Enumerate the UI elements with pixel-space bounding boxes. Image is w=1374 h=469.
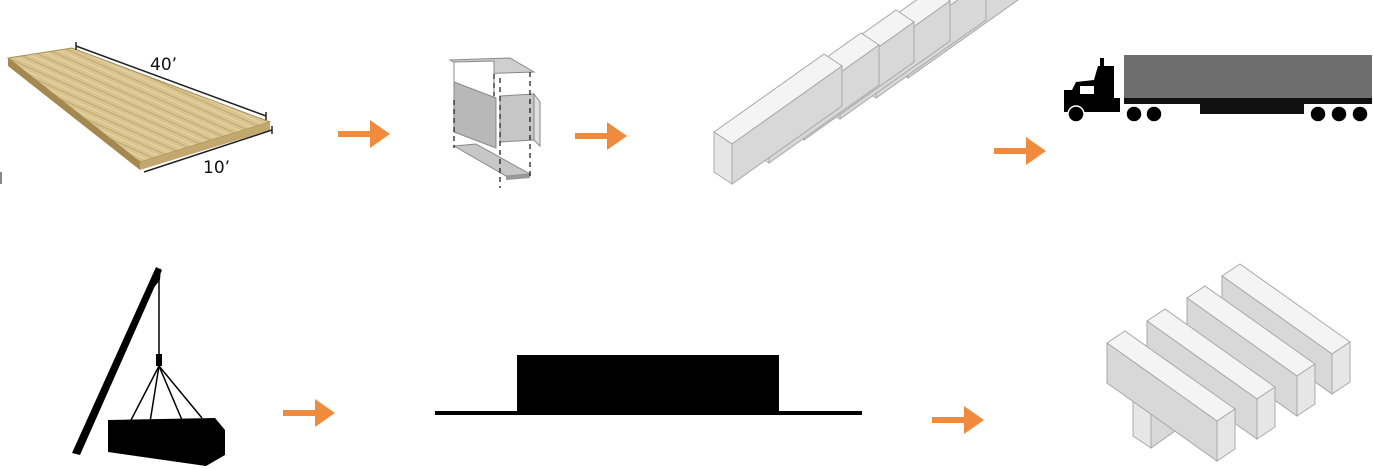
exploded-module-icon xyxy=(448,57,541,188)
module-row-icon xyxy=(713,0,1019,185)
crane-boom xyxy=(72,267,162,455)
ground-line xyxy=(435,411,862,415)
arrow-3 xyxy=(994,137,1046,165)
arrow-1 xyxy=(338,120,390,148)
wood-panel-icon xyxy=(6,47,272,170)
arrow-5 xyxy=(932,406,984,434)
trailer-box xyxy=(1124,55,1372,99)
panel-length-dimension: 40’ xyxy=(75,42,267,120)
lifted-module xyxy=(108,418,225,466)
arrow-4 xyxy=(283,399,335,427)
semi-truck-icon xyxy=(1064,55,1372,123)
arrow-2 xyxy=(575,122,627,150)
panel-width-label: 10’ xyxy=(203,158,230,178)
foundation-icon xyxy=(435,355,862,415)
edge-mark xyxy=(0,172,2,184)
building-block xyxy=(517,355,779,415)
stacked-modules-icon xyxy=(1106,263,1351,462)
panel-length-label: 40’ xyxy=(150,55,177,75)
crane-icon xyxy=(72,267,225,466)
panel-width-dimension: 10’ xyxy=(143,126,273,178)
